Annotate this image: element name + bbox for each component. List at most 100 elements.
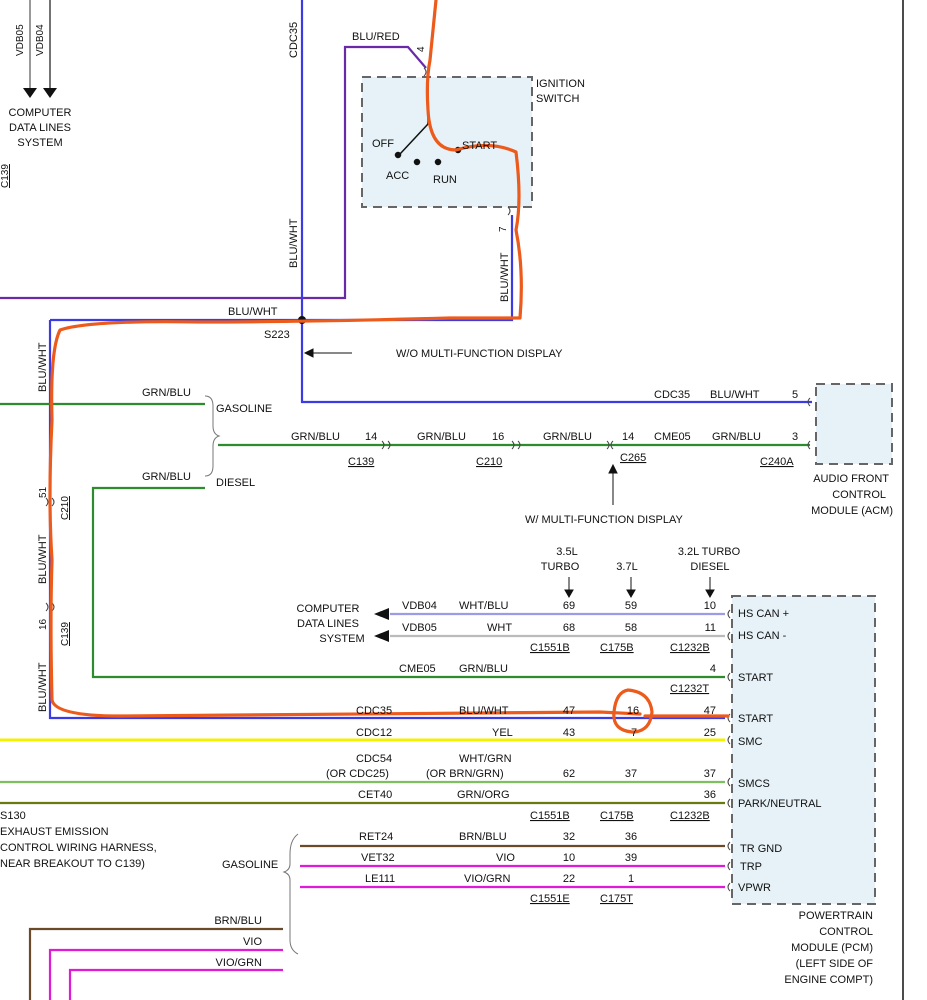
arrow-vdb05-icon — [23, 88, 37, 98]
svg-text:59: 59 — [625, 600, 637, 612]
svg-text:WHT: WHT — [487, 622, 512, 634]
label-pcm-name-1: POWERTRAIN — [799, 910, 873, 922]
label-wo-mfd: W/O MULTI-FUNCTION DISPLAY — [396, 348, 563, 360]
pcm-row-5: CDC54 (OR CDC25) WHT/GRN (OR BRN/GRN) 62… — [326, 753, 770, 790]
label-vdb05: VDB05 — [15, 24, 26, 56]
wire-blu-red — [0, 45, 427, 300]
label-cdc35-vertical: CDC35 — [288, 22, 300, 58]
label-pin-7: 7 — [498, 226, 509, 232]
label-left-wire-mid: BLU/WHT — [37, 534, 49, 584]
label-ignition-1: IGNITION — [536, 78, 585, 90]
svg-text:VDB04: VDB04 — [402, 600, 437, 612]
label-c1551b-1: C1551B — [530, 642, 570, 654]
svg-text:START: START — [738, 672, 773, 684]
label-pcm-name-4: (LEFT SIDE OF — [796, 958, 874, 970]
svg-text:CET40: CET40 — [358, 789, 392, 801]
pcm-row-7: RET24 BRN/BLU 32 36 TR GND — [359, 831, 782, 855]
svg-text:GRN/BLU: GRN/BLU — [459, 663, 508, 675]
svg-text:TR GND: TR GND — [740, 843, 782, 855]
arrow-wo-mfd-icon — [303, 348, 314, 358]
label-s130-2: EXHAUST EMISSION — [0, 826, 109, 838]
labels: VDB05 VDB04 COMPUTER DATA LINES SYSTEM C… — [0, 22, 893, 986]
label-c1551e: C1551E — [530, 893, 570, 905]
label-bottom-vio: VIO — [243, 936, 262, 948]
svg-text:37: 37 — [625, 768, 637, 780]
label-left-wire-lower: BLU/WHT — [37, 662, 49, 712]
label-c175t: C175T — [600, 893, 633, 905]
svg-text:10: 10 — [563, 852, 575, 864]
label-grn-blu-gas: GRN/BLU — [142, 387, 191, 399]
svg-text:LE111: LE111 — [365, 873, 395, 885]
svg-text:36: 36 — [625, 831, 637, 843]
wire-cdc35-vertical — [300, 0, 812, 404]
svg-text:VPWR: VPWR — [738, 882, 771, 894]
label-off: OFF — [372, 138, 394, 150]
label-ignition-out-wire: BLU/WHT — [499, 252, 511, 302]
label-cdc35-wire: BLU/WHT — [288, 218, 300, 268]
svg-text:58: 58 — [625, 622, 637, 634]
label-pcm-name-5: ENGINE COMPT) — [784, 974, 873, 986]
label-left-wire-upper: BLU/WHT — [37, 342, 49, 392]
svg-text:(OR BRN/GRN): (OR BRN/GRN) — [426, 768, 504, 780]
label-data-lines-3: SYSTEM — [17, 137, 62, 149]
svg-text:BRN/BLU: BRN/BLU — [459, 831, 507, 843]
label-s130-1: S130 — [0, 810, 26, 822]
label-c1232b-1: C1232B — [670, 642, 710, 654]
svg-text:VIO: VIO — [496, 852, 515, 864]
svg-text:BLU/WHT: BLU/WHT — [459, 705, 509, 717]
svg-text:43: 43 — [563, 727, 575, 739]
hand-drawn-trace — [48, 0, 730, 734]
label-c139-cut: C139 — [0, 164, 11, 188]
svg-text:4: 4 — [710, 663, 716, 675]
svg-text:CDC12: CDC12 — [356, 727, 392, 739]
svg-text:CDC35: CDC35 — [356, 705, 392, 717]
label-splice-wire: BLU/WHT — [228, 306, 278, 318]
svg-text:68: 68 — [563, 622, 575, 634]
label-pin-4: 4 — [416, 46, 427, 52]
label-gasoline: GASOLINE — [216, 403, 272, 415]
label-grn-blu-diesel: GRN/BLU — [142, 471, 191, 483]
pcm-row-4: CDC12 YEL 43 7 25 SMC — [356, 727, 763, 748]
acm-box — [815, 383, 893, 465]
pcm-row-0: VDB04 WHT/BLU 69 59 10 HS CAN + — [402, 600, 789, 620]
label-acm-cdc35: CDC35 — [654, 389, 690, 401]
label-mid-data-lines-1: COMPUTER — [297, 603, 360, 615]
svg-text:WHT/BLU: WHT/BLU — [459, 600, 509, 612]
label-engine-37: 3.7L — [616, 561, 637, 573]
label-engine-35-2: TURBO — [541, 561, 580, 573]
svg-text:36: 36 — [704, 789, 716, 801]
label-acm-grn-blu: GRN/BLU — [712, 431, 761, 443]
label-start-switch: START — [462, 140, 497, 152]
svg-text:VDB05: VDB05 — [402, 622, 437, 634]
wire-grn-blu-diesel — [91, 486, 725, 679]
svg-text:TRP: TRP — [740, 861, 762, 873]
svg-text:22: 22 — [563, 873, 575, 885]
arrow-hs-can-plus-icon — [374, 608, 389, 620]
label-w-mfd: W/ MULTI-FUNCTION DISPLAY — [525, 514, 684, 526]
svg-text:VET32: VET32 — [361, 852, 395, 864]
svg-text:(OR CDC25): (OR CDC25) — [326, 768, 389, 780]
svg-text:START: START — [738, 713, 773, 725]
label-data-lines-2: DATA LINES — [9, 122, 71, 134]
label-c210-pin: 16 — [492, 431, 504, 443]
label-acm-name-2: CONTROL — [832, 489, 886, 501]
label-acm-cme05: CME05 — [654, 431, 691, 443]
svg-text:47: 47 — [563, 705, 575, 717]
label-bottom-vio-grn: VIO/GRN — [216, 957, 263, 969]
label-c1551b-2: C1551B — [530, 810, 570, 822]
label-c265-wire: GRN/BLU — [543, 431, 592, 443]
label-c210: C210 — [476, 456, 502, 468]
label-c139: C139 — [348, 456, 374, 468]
label-c175b-2: C175B — [600, 810, 634, 822]
svg-text:SMCS: SMCS — [738, 778, 770, 790]
label-engine-32-1: 3.2L TURBO — [678, 546, 741, 558]
label-engine-32-2: DIESEL — [690, 561, 729, 573]
label-pin-16: 16 — [38, 618, 49, 630]
arrow-w-mfd-icon — [608, 463, 618, 474]
label-acc: ACC — [386, 170, 409, 182]
label-gasoline-pcm: GASOLINE — [222, 859, 278, 871]
label-ignition-2: SWITCH — [536, 93, 579, 105]
brace-gas-diesel — [204, 395, 221, 477]
label-pcm-name-3: MODULE (PCM) — [791, 942, 873, 954]
